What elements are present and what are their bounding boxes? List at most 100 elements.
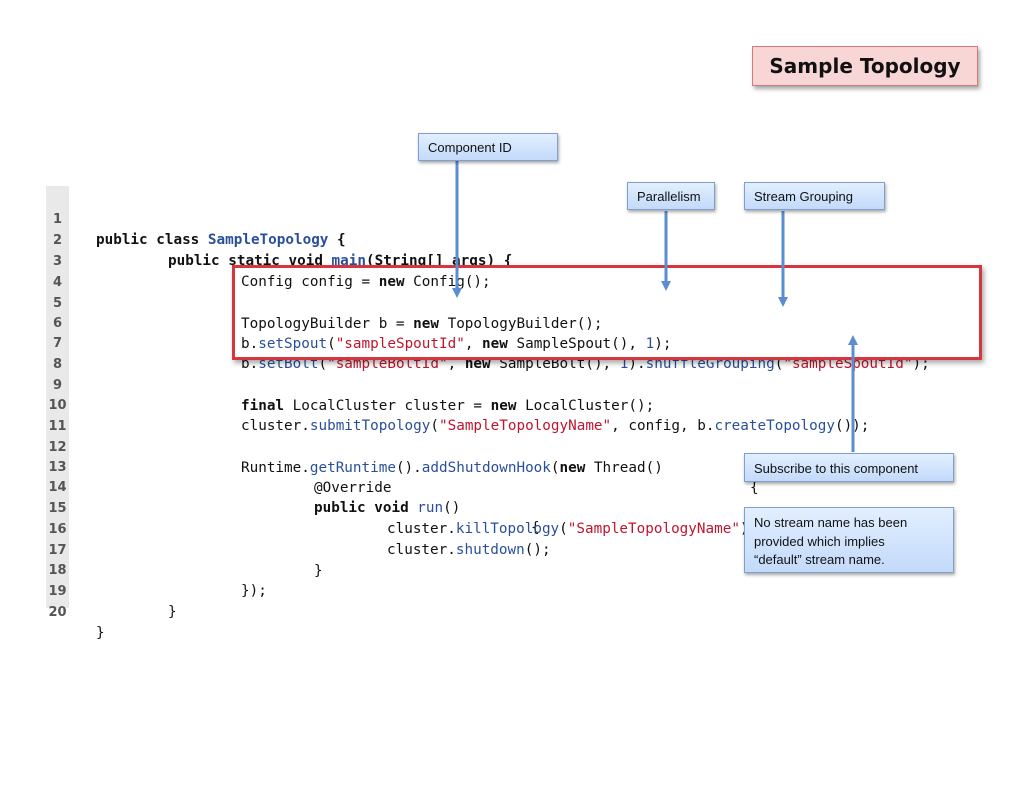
code-line-10: 10 cluster.submitTopology("SampleTopolog… [46, 376, 976, 434]
code-string: "SampleTopologyName" [567, 521, 740, 537]
code-keyword: public class [96, 232, 208, 248]
line-number: 11 [48, 419, 67, 434]
code-method: shutdown [455, 542, 525, 558]
code-text: TopologyBuilder(); [438, 316, 603, 332]
line-number: 7 [52, 336, 63, 351]
code-method: killTopology [455, 521, 560, 537]
line-number: 8 [52, 357, 63, 372]
code-method: setBolt [258, 356, 319, 372]
code-text: TopologyBuilder b = [241, 316, 414, 332]
code-brace: } [96, 625, 105, 641]
code-text: (). [395, 460, 422, 476]
code-brace: { [531, 520, 540, 536]
code-text: SampleSpout(), [507, 336, 646, 352]
code-line-12: 12 Runtime.getRuntime().addShutdownHook(… [46, 418, 976, 496]
code-text: () [443, 500, 461, 516]
code-method: shuffleGrouping [645, 356, 775, 372]
code-keyword: new [378, 274, 405, 290]
code-line-11: 11 [46, 397, 976, 434]
line-number: 20 [48, 605, 67, 620]
code-text: cluster. [387, 542, 456, 558]
code-string: "SampleTopologyName" [439, 418, 612, 434]
code-annotation: @Override [314, 480, 392, 496]
code-string: "sampleBoltId" [327, 356, 448, 372]
line-number: 18 [48, 563, 67, 578]
code-text: b. [241, 356, 259, 372]
code-keyword: new [559, 460, 586, 476]
code-text: , config, b. [611, 418, 715, 434]
code-number: 1 [645, 336, 655, 352]
callout-default-stream: No stream name has been provided which i… [744, 507, 954, 573]
code-line-19: 19 } [46, 562, 976, 620]
code-text: , [447, 356, 465, 372]
code-text: ( [318, 356, 328, 372]
code-text: ( [550, 460, 560, 476]
code-line-8: 8 [46, 335, 976, 372]
code-line-13: 13 @Override [46, 438, 976, 496]
slide-title: Sample Topology [752, 46, 978, 86]
code-text: ); [912, 356, 930, 372]
code-text: Config config = [241, 274, 379, 290]
code-brace: { [750, 480, 759, 496]
highlight-box [232, 265, 982, 360]
code-keyword: new [464, 356, 491, 372]
code-text: , [464, 336, 483, 352]
code-line-18: 18 }); [46, 541, 976, 599]
callout-default-stream-line-3: “default” stream name. [754, 552, 885, 567]
line-number: 1 [52, 212, 63, 227]
code-line-4: 4 [46, 253, 976, 290]
code-text: SampleBolt(), [490, 356, 620, 372]
line-number: 6 [52, 316, 63, 331]
callout-subscribe: Subscribe to this component [744, 453, 954, 482]
code-method: submitTopology [309, 418, 431, 434]
code-text: ). [628, 356, 646, 372]
line-number: 4 [52, 275, 63, 290]
callout-stream-grouping: Stream Grouping [744, 182, 885, 210]
code-line-20: 20 } [46, 583, 976, 641]
code-text: cluster. [241, 418, 310, 434]
line-number: 13 [48, 460, 67, 475]
code-text: LocalCluster(); [516, 398, 655, 414]
code-line-17: 17 } [46, 521, 976, 579]
code-line-3: 3 Config config = new Config(); [46, 232, 976, 290]
code-number: 1 [619, 356, 629, 372]
callout-default-stream-line-2: provided which implies [754, 533, 885, 549]
code-text: Thread() [585, 460, 663, 476]
code-method: getRuntime [309, 460, 396, 476]
code-method: createTopology [714, 418, 835, 434]
code-text: (); [524, 542, 551, 558]
code-text: LocalCluster cluster = [284, 398, 491, 414]
line-number: 12 [48, 440, 67, 455]
code-brace: } [168, 604, 177, 620]
code-text: { [328, 232, 346, 248]
code-line-5: 5 TopologyBuilder b = new TopologyBuilde… [46, 274, 976, 332]
line-number: 14 [48, 480, 67, 495]
line-number: 10 [48, 398, 67, 413]
code-line-6: 6 b.setSpout("sampleSpoutId", new Sample… [46, 294, 976, 352]
code-keyword: final [241, 398, 285, 414]
callout-default-stream-line-1: No stream name has been [754, 515, 908, 530]
code-brace: }); [241, 583, 267, 599]
line-number: 16 [48, 522, 67, 537]
code-line-1: 1 public class SampleTopology { [46, 190, 976, 248]
line-number: 2 [52, 233, 63, 248]
code-line-7: 7 b.setBolt("sampleBoltId", new SampleBo… [46, 314, 976, 372]
code-keyword: public void [314, 500, 418, 516]
line-number: 15 [48, 501, 67, 516]
code-string: "sampleSpoutId" [335, 336, 465, 352]
code-string: "sampleSpoutId" [783, 356, 913, 372]
code-line-9: 9 final LocalCluster cluster = new Local… [46, 356, 976, 414]
code-text: ( [327, 336, 336, 352]
line-number: 9 [52, 378, 63, 393]
line-number: 5 [52, 296, 63, 311]
code-class-name: SampleTopology [207, 232, 329, 248]
code-text: ); [654, 336, 672, 352]
code-text: ( [430, 418, 439, 434]
callout-parallelism: Parallelism [627, 182, 715, 210]
code-line-16: 16 cluster.shutdown(); [46, 500, 976, 558]
code-keyword: new [413, 316, 439, 332]
code-method: setSpout [258, 336, 328, 352]
line-number: 3 [52, 254, 63, 269]
code-text: cluster. [387, 521, 456, 537]
